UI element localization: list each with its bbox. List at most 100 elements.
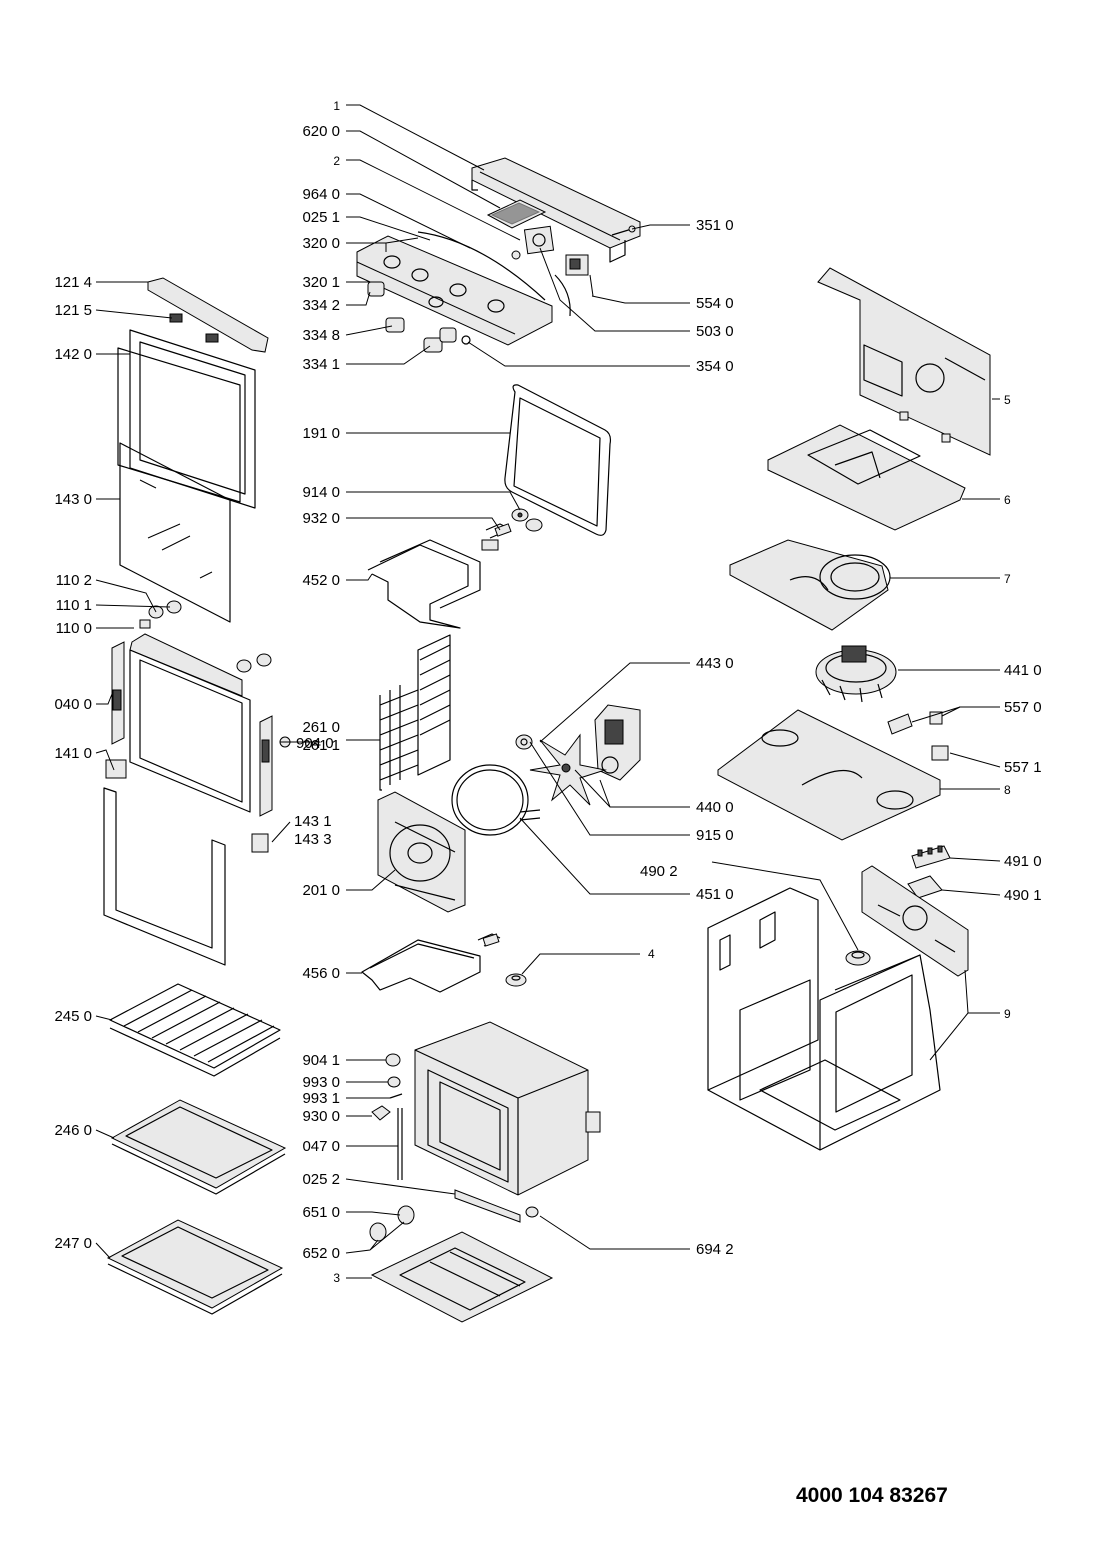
- bottom-cover-plate: [370, 1231, 554, 1323]
- selector-switch: [565, 254, 594, 297]
- callout-490-1: 490 1: [1004, 887, 1042, 904]
- callout-620-0: 620 0: [302, 123, 340, 140]
- callout-141-0: 141 0: [54, 745, 92, 762]
- callout-247-0: 247 0: [54, 1235, 92, 1252]
- callout-334-8: 334 8: [302, 327, 340, 344]
- oven-door-gasket: [504, 384, 612, 536]
- callout-143-1: 143 1: [294, 813, 332, 830]
- document-code: 4000 104 83267: [796, 1484, 948, 1507]
- callout-9: 9: [1004, 1007, 1011, 1021]
- door-glass-panel: [119, 442, 231, 623]
- baking-tray: [110, 1099, 287, 1195]
- rear-fan-cover: [377, 791, 466, 913]
- vent-grommet: [845, 950, 871, 966]
- callout-334-1: 334 1: [302, 356, 340, 373]
- callout-143-0: 143 0: [54, 491, 92, 508]
- door-lower-frame: [103, 787, 226, 966]
- oven-cavity: [414, 1021, 601, 1196]
- callout-5: 5: [1004, 393, 1011, 407]
- callout-915-0: 915 0: [696, 827, 734, 844]
- callout-491-0: 491 0: [1004, 853, 1042, 870]
- callout-694-2: 694 2: [696, 1241, 734, 1258]
- callout-930-0: 930 0: [302, 1108, 340, 1125]
- door-hinge-left: [105, 641, 127, 779]
- bottom-heating-element: [361, 933, 501, 993]
- callout-261-0: 261 0: [302, 719, 340, 736]
- callout-121-4: 121 4: [54, 274, 92, 291]
- callout-1: 1: [333, 99, 340, 113]
- thermostat-seal: [505, 973, 527, 987]
- callout-040-0: 040 0: [54, 696, 92, 713]
- callout-labels: 1 620 0 2 964 0 025 1 320 0 320 1 334 2 …: [54, 99, 1041, 1285]
- callout-246-0: 246 0: [54, 1122, 92, 1139]
- callout-320-1: 320 1: [302, 274, 340, 291]
- callout-143-3: 143 3: [294, 831, 332, 848]
- callout-503-0: 503 0: [696, 323, 734, 340]
- callout-993-1: 993 1: [302, 1090, 340, 1107]
- callout-557-0: 557 0: [1004, 699, 1042, 716]
- door-switches: [887, 711, 949, 761]
- fan-nut: [515, 734, 533, 750]
- drip-pan: [106, 1219, 284, 1315]
- door-hinge-right: [251, 715, 291, 853]
- callout-554-0: 554 0: [696, 295, 734, 312]
- fan-blade: [529, 733, 607, 806]
- callout-025-1: 025 1: [302, 209, 340, 226]
- control-panel-bracket: [471, 157, 641, 263]
- callout-964-0: 964 0: [302, 186, 340, 203]
- callout-452-0: 452 0: [302, 572, 340, 589]
- callout-245-0: 245 0: [54, 1008, 92, 1025]
- callout-904-0: 904 0: [296, 735, 334, 752]
- control-board: [486, 199, 547, 229]
- fan-motor: [594, 704, 641, 781]
- callout-3: 3: [333, 1271, 340, 1285]
- timer-module: [511, 225, 555, 260]
- callout-904-1: 904 1: [302, 1052, 340, 1069]
- terminal-block: [911, 845, 951, 869]
- callout-2: 2: [333, 154, 340, 168]
- callout-110-0: 110 0: [56, 620, 92, 637]
- callout-490-2: 490 2: [640, 863, 678, 880]
- callout-652-0: 652 0: [302, 1245, 340, 1262]
- thermostat-bulb: [611, 225, 636, 236]
- top-insulation-tray: [767, 424, 966, 531]
- callout-351-0: 351 0: [696, 217, 734, 234]
- callout-651-0: 651 0: [302, 1204, 340, 1221]
- cavity-fixings: [369, 1053, 539, 1242]
- callout-441-0: 441 0: [1004, 662, 1042, 679]
- callout-8: 8: [1004, 783, 1011, 797]
- grill-element: [367, 523, 512, 629]
- door-outer-frame: [117, 329, 256, 509]
- callout-334-2: 334 2: [302, 297, 340, 314]
- rear-panel: [861, 865, 969, 977]
- callout-110-2: 110 2: [56, 572, 92, 589]
- fan-housing-plate: [729, 539, 891, 631]
- callout-110-1: 110 1: [56, 597, 92, 614]
- callout-914-0: 914 0: [302, 484, 340, 501]
- callout-191-0: 191 0: [302, 425, 340, 442]
- control-knobs: [367, 281, 471, 353]
- callout-047-0: 047 0: [302, 1138, 340, 1155]
- callout-557-1: 557 1: [1004, 759, 1042, 776]
- top-cover-panel: [817, 267, 991, 456]
- base-plate: [717, 709, 941, 841]
- callout-201-0: 201 0: [302, 882, 340, 899]
- callout-7: 7: [1004, 572, 1011, 586]
- cooling-fan: [815, 645, 897, 703]
- callout-025-2: 025 2: [302, 1171, 340, 1188]
- callout-443-0: 443 0: [696, 655, 734, 672]
- lamp-bushings: [511, 508, 543, 532]
- callout-440-0: 440 0: [696, 799, 734, 816]
- callout-4: 4: [648, 947, 655, 961]
- leader-lines: [95, 104, 1001, 1279]
- outer-casing: [707, 887, 941, 1151]
- control-panel-fascia: [356, 231, 571, 346]
- callout-451-0: 451 0: [696, 886, 734, 903]
- door-gaskets-small: [139, 600, 272, 673]
- inner-door-frame: [129, 633, 251, 813]
- callout-261-1: 261 1: [302, 737, 340, 754]
- callout-354-0: 354 0: [696, 358, 734, 375]
- callout-932-0: 932 0: [302, 510, 340, 527]
- callout-142-0: 142 0: [54, 346, 92, 363]
